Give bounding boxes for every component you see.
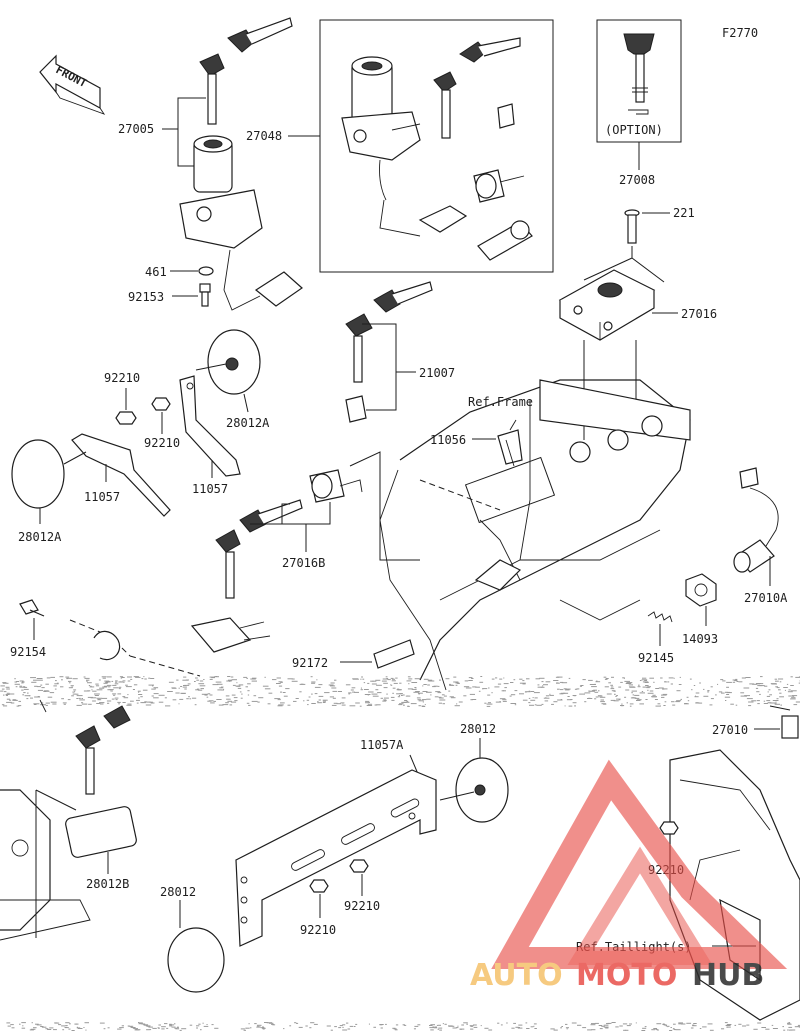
key-pair-icon [199,17,293,125]
ignition-switch-icon [341,56,468,237]
watermark-moto: MOTO [576,958,677,993]
frame-icon [379,379,691,691]
label-28012B: 28012B [86,877,129,891]
label-27008: 27008 [619,173,655,187]
watermark-logo: AUTO MOTO HUB [470,759,788,993]
label-27048: 27048 [246,129,282,143]
key-pair-icon [345,281,433,423]
label-92210-b: 92210 [144,436,180,450]
washer-icon [198,266,214,276]
scan-noise-band [0,676,800,1031]
label-ref-frame: Ref.Frame [468,395,533,409]
ignition-switch-icon [179,135,303,311]
bolt-icon [199,283,211,307]
label-92172: 92172 [292,656,328,670]
option-label: (OPTION) [605,123,663,137]
switch-icon [733,467,779,573]
reflector-icon [195,329,261,395]
label-27016: 27016 [681,307,717,321]
label-27010: 27010 [712,723,748,737]
watermark-hub: HUB [692,958,764,993]
rear-fender-icon [0,789,91,941]
label-92154: 92154 [10,645,46,659]
nut-icon [349,859,369,873]
label-92210-c: 92210 [344,899,380,913]
label-11057-a: 11057 [84,490,120,504]
label-28012A-right: 28012A [226,416,270,430]
reflector-plate-icon [65,806,137,858]
label-28012-bottom: 28012 [160,885,196,899]
label-11056: 11056 [430,433,466,447]
reflector-icon [11,439,65,509]
label-92210-d: 92210 [300,923,336,937]
front-arrow-icon: FRONT [39,54,106,115]
cable-icon [69,617,271,677]
label-28012-top: 28012 [460,722,496,736]
label-27010A: 27010A [744,591,788,605]
label-92210-a: 92210 [104,371,140,385]
bracket-icon [71,433,171,517]
reflector-icon [167,927,225,993]
lock-bracket-icon [558,269,656,341]
connector-icon [769,705,799,739]
bolt-icon [19,599,45,617]
spring-icon [647,611,673,623]
nut-icon [659,821,679,835]
label-11057-b: 11057 [192,482,228,496]
label-21007: 21007 [419,366,455,380]
option-key-icon [623,33,655,115]
key-pair-icon [433,37,521,139]
lock-cylinder-icon [473,103,533,261]
screw-icon [624,209,640,244]
reflector-icon [439,757,509,823]
nut-icon [151,397,171,411]
label-461: 461 [145,265,167,279]
label-28012A-left: 28012A [18,530,62,544]
key-pair-icon [39,699,131,795]
nut-icon [685,573,717,607]
key-pair-icon [215,499,303,599]
bracket-icon [179,375,241,477]
lock-cylinder-icon [309,469,363,503]
label-14093: 14093 [682,632,718,646]
diagram-code: F2770 [722,26,758,40]
label-221: 221 [673,206,695,220]
label-92153: 92153 [128,290,164,304]
kit-box-27048 [319,19,554,273]
nut-icon [115,411,137,425]
license-bracket-icon [235,769,437,947]
label-27016B: 27016B [282,556,325,570]
label-11057A: 11057A [360,738,404,752]
screw-icon [373,639,415,669]
label-27005: 27005 [118,122,154,136]
label-92145: 92145 [638,651,674,665]
watermark-auto: AUTO [470,958,563,993]
clip-icon [497,419,523,467]
nut-icon [309,879,329,893]
